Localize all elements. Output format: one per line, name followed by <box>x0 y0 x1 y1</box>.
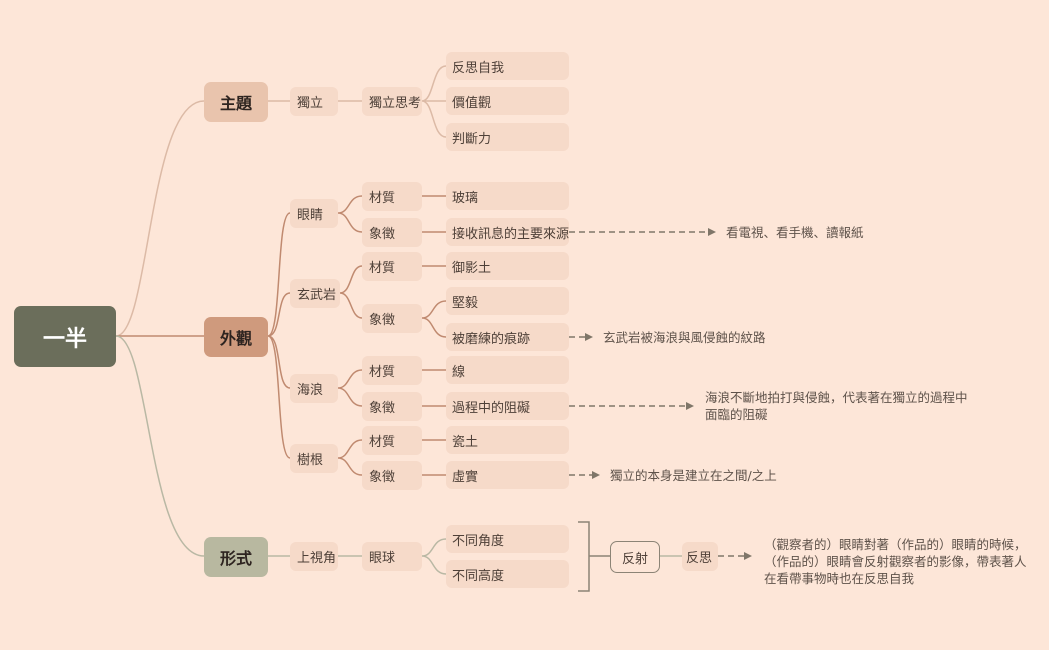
connector-roots <box>337 439 363 476</box>
basalt-symbol-label[interactable]: 象徵 <box>362 304 422 333</box>
branch-form[interactable]: 形式 <box>204 537 268 577</box>
connector-basalt <box>339 265 363 319</box>
connector-theme-leaves <box>421 65 447 138</box>
eyes-node[interactable]: 眼睛 <box>290 199 338 228</box>
eyes-symbol-value[interactable]: 接收訊息的主要來源 <box>446 218 569 246</box>
waves-symbol-label[interactable]: 象徵 <box>362 392 422 421</box>
waves-symbol-value[interactable]: 過程中的阻礙 <box>446 392 569 420</box>
eyes-material-label[interactable]: 材質 <box>362 182 422 211</box>
bracket <box>578 521 610 592</box>
form-leaf-1[interactable]: 不同角度 <box>446 525 569 553</box>
waves-material-label[interactable]: 材質 <box>362 356 422 385</box>
connector-root-theme <box>115 100 205 337</box>
form-note-line-2: （作品的）眼睛會反射觀察者的影像，帶表著人 <box>764 554 1027 569</box>
waves-note: 海浪不斷地拍打與侵蝕，代表著在獨立的過程中 面臨的阻礙 <box>705 389 968 423</box>
arrowhead-waves <box>686 402 694 410</box>
reflection-node[interactable]: 反思 <box>682 542 718 571</box>
theme-leaf-2[interactable]: 價值觀 <box>446 87 569 115</box>
eyes-note: 看電視、看手機、讀報紙 <box>726 225 864 240</box>
connector-root-form <box>115 335 205 557</box>
form-note: （觀察者的）眼睛對著（作品的）眼睛的時候， （作品的）眼睛會反射觀察者的影像，帶… <box>764 536 1027 587</box>
connector-eyes <box>337 195 363 233</box>
waves-node[interactable]: 海浪 <box>290 374 338 403</box>
form-note-line-1: （觀察者的）眼睛對著（作品的）眼睛的時候， <box>764 537 1027 552</box>
connector-roots-leaves <box>422 439 446 476</box>
theme-leaf-1[interactable]: 反思自我 <box>446 52 569 80</box>
connector-waves-leaves <box>422 369 446 407</box>
arrowhead-eyes <box>708 228 716 236</box>
branch-theme[interactable]: 主題 <box>204 82 268 122</box>
theme-grandchild-node[interactable]: 獨立思考 <box>362 87 422 116</box>
arrowhead-form <box>744 552 752 560</box>
branch-appearance[interactable]: 外觀 <box>204 317 268 357</box>
reflect-boxed-node[interactable]: 反射 <box>610 541 660 573</box>
arrowhead-basalt <box>585 333 593 341</box>
eyes-material-value[interactable]: 玻璃 <box>446 182 569 210</box>
roots-symbol-value[interactable]: 虛實 <box>446 461 569 489</box>
form-grandchild-node[interactable]: 眼球 <box>362 542 422 571</box>
roots-material-value[interactable]: 瓷土 <box>446 426 569 454</box>
basalt-symbol-item-2[interactable]: 被磨練的痕跡 <box>446 323 569 351</box>
eyes-symbol-label[interactable]: 象徵 <box>362 218 422 247</box>
connector-appearance-children <box>267 212 291 459</box>
waves-note-line-2: 面臨的阻礙 <box>705 407 768 422</box>
form-child-node[interactable]: 上視角 <box>290 542 338 571</box>
roots-material-label[interactable]: 材質 <box>362 426 422 455</box>
connector-waves <box>337 369 363 407</box>
roots-note: 獨立的本身是建立在之間/之上 <box>610 468 777 483</box>
roots-symbol-label[interactable]: 象徵 <box>362 461 422 490</box>
theme-leaf-3[interactable]: 判斷力 <box>446 123 569 151</box>
connector-form-leaves <box>421 538 447 575</box>
basalt-node[interactable]: 玄武岩 <box>290 279 340 308</box>
waves-material-value[interactable]: 線 <box>446 356 569 384</box>
roots-node[interactable]: 樹根 <box>290 444 338 473</box>
arrowhead-roots <box>592 471 600 479</box>
basalt-material-value[interactable]: 御影土 <box>446 252 569 280</box>
form-leaf-2[interactable]: 不同高度 <box>446 560 569 588</box>
theme-child-node[interactable]: 獨立 <box>290 87 338 116</box>
connector-basalt-leaves <box>421 265 447 338</box>
basalt-note: 玄武岩被海浪與風侵蝕的紋路 <box>603 330 766 345</box>
connector-eyes-leaves <box>422 195 446 233</box>
form-note-line-3: 在看帶事物時也在反思自我 <box>764 571 915 586</box>
basalt-material-label[interactable]: 材質 <box>362 252 422 281</box>
root-topic[interactable]: 一半 <box>14 306 116 367</box>
waves-note-line-1: 海浪不斷地拍打與侵蝕，代表著在獨立的過程中 <box>705 390 968 405</box>
basalt-symbol-item-1[interactable]: 堅毅 <box>446 287 569 315</box>
